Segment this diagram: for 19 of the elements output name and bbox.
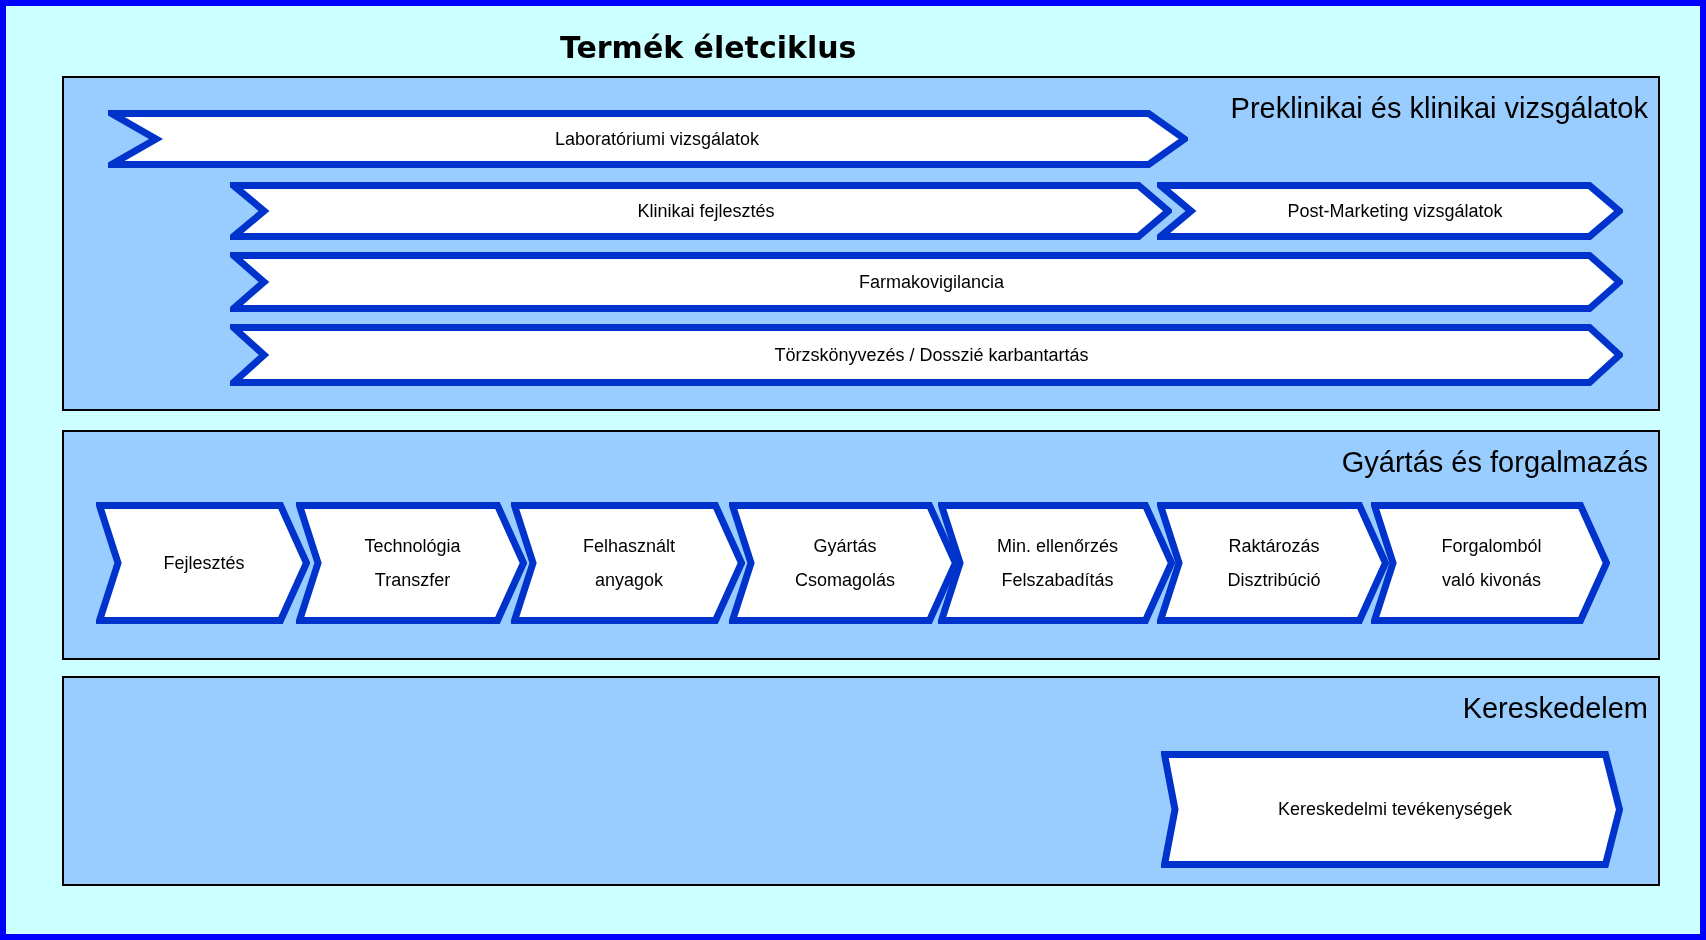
process-step: Gyártás Csomagolás	[729, 502, 959, 624]
process-step: Kereskedelmi tevékenységek	[1161, 751, 1623, 868]
process-step: Min. ellenőrzés Felszabadítás	[938, 502, 1175, 624]
band-heading: Preklinikai és klinikai vizsgálatok	[1230, 92, 1648, 125]
section-band	[62, 430, 1660, 660]
band-heading: Kereskedelem	[1462, 692, 1648, 725]
diagram-title: Termék életciklus	[560, 30, 857, 65]
process-step: Post-Marketing vizsgálatok	[1157, 182, 1623, 240]
process-step: Raktározás Disztribúció	[1157, 502, 1389, 624]
process-step: Fejlesztés	[96, 502, 310, 624]
process-step: Felhasznált anyagok	[511, 502, 745, 624]
section-band	[62, 676, 1660, 886]
process-step: Laboratóriumi vizsgálatok	[108, 110, 1188, 168]
process-step: Technológia Transzfer	[296, 502, 527, 624]
section-band	[62, 76, 1660, 411]
band-heading: Gyártás és forgalmazás	[1341, 446, 1648, 479]
process-step: Forgalomból való kivonás	[1371, 502, 1610, 624]
process-step: Törzskönyvezés / Dosszié karbantartás	[230, 324, 1623, 386]
process-step: Farmakovigilancia	[230, 252, 1623, 312]
